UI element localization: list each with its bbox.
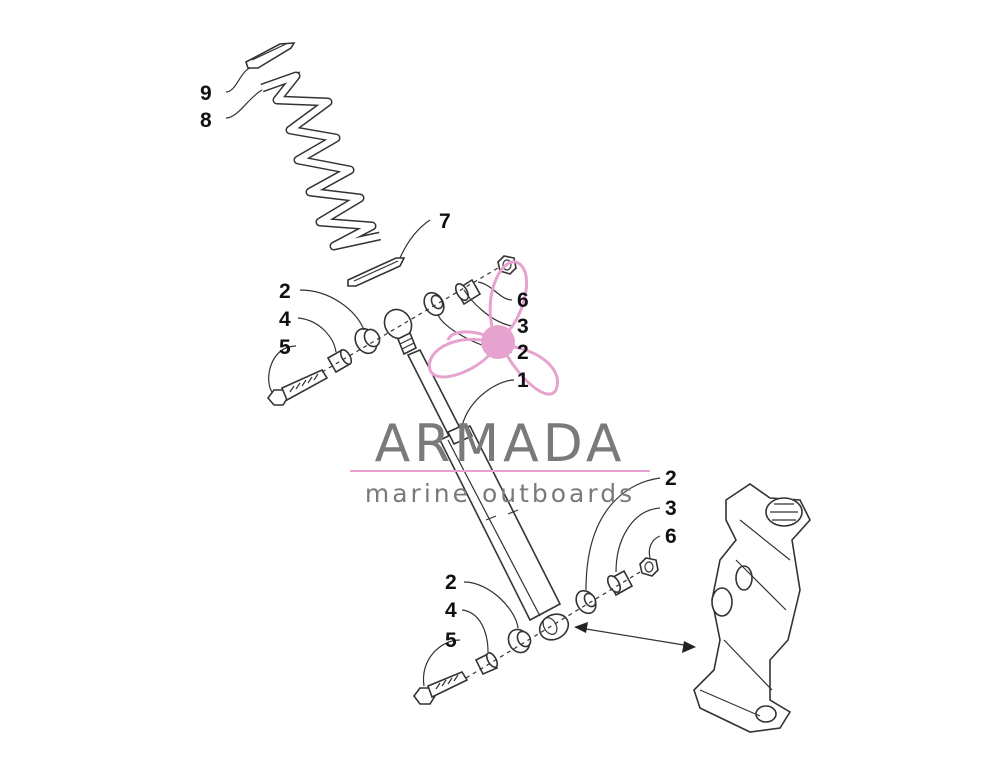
lower-bolt — [413, 671, 469, 705]
watermark-title: ARMADA — [375, 414, 626, 474]
watermark-subtitle: marine outboards — [365, 479, 635, 508]
upper-spacer-sleeve — [326, 348, 353, 374]
upper-right-bushing — [423, 291, 445, 317]
leader-lines — [225, 67, 661, 687]
coil-spring — [260, 71, 381, 251]
lower-left-bushing — [507, 628, 532, 654]
upper-bolt — [266, 368, 329, 406]
callout-8: 8 — [200, 109, 212, 132]
shock-absorber — [406, 348, 570, 641]
lower-right-bushing — [575, 589, 597, 615]
callout-2-lower-right: 2 — [665, 467, 677, 490]
callout-2-upper-right: 2 — [517, 341, 529, 364]
callout-3-lower: 3 — [665, 497, 677, 520]
lower-collar — [606, 569, 634, 597]
callout-4-upper: 4 — [279, 308, 291, 331]
upper-spring-seat — [245, 42, 296, 69]
steering-knuckle — [693, 483, 811, 733]
callout-labels: 9 8 7 2 4 5 6 3 2 1 2 3 6 2 4 5 — [200, 82, 677, 652]
callout-2-lower-left: 2 — [445, 571, 457, 594]
propeller-hub — [481, 325, 515, 359]
lower-spring-seat — [347, 257, 406, 287]
callout-6-upper: 6 — [517, 289, 529, 312]
callout-2-upper-left: 2 — [279, 280, 291, 303]
callout-9: 9 — [200, 82, 212, 105]
callout-5-upper: 5 — [279, 336, 291, 359]
lower-spacer-sleeve — [474, 651, 499, 676]
shock-upper-eye — [383, 308, 418, 356]
upper-collar — [454, 278, 482, 306]
lower-nut — [639, 557, 659, 577]
callout-1: 1 — [517, 369, 529, 392]
callout-3-upper: 3 — [517, 315, 529, 338]
upper-left-bushing — [354, 327, 381, 355]
callout-4-lower: 4 — [445, 599, 457, 622]
watermark-logo: ARMADA marine outboards — [350, 260, 650, 508]
callout-6-lower: 6 — [665, 525, 677, 548]
callout-7: 7 — [439, 210, 451, 233]
mounting-arrow — [574, 622, 696, 653]
callout-5-lower: 5 — [445, 629, 457, 652]
